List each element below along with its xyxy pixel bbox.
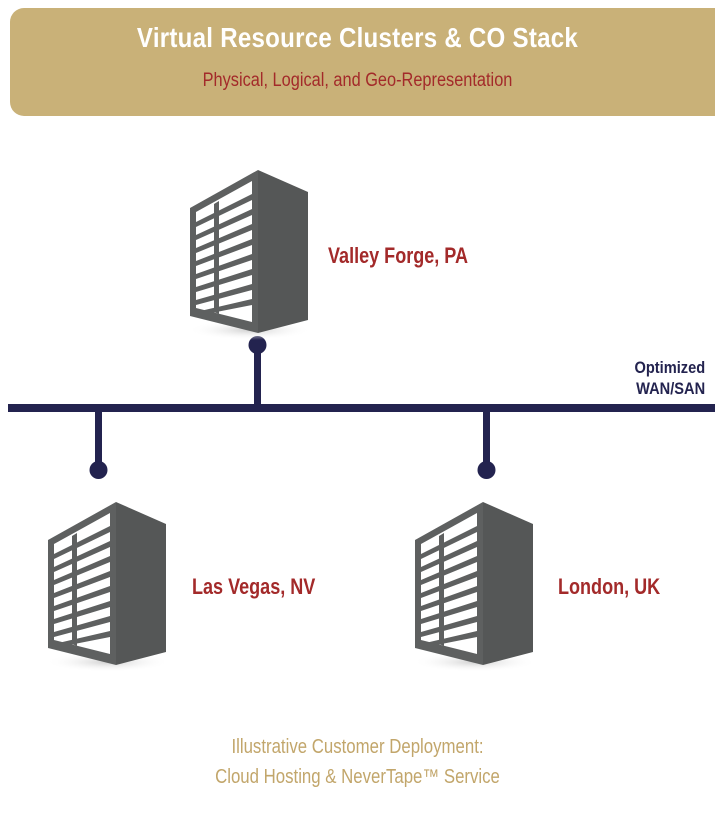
site-label-las-vegas: Las Vegas, NV bbox=[192, 574, 316, 599]
site-label-london: London, UK bbox=[558, 574, 661, 599]
london-connector bbox=[483, 409, 490, 469]
header-banner bbox=[10, 8, 715, 116]
valley-forge-connector bbox=[254, 345, 261, 407]
wan-backbone-line bbox=[8, 404, 715, 412]
network-label-line1: Optimized bbox=[634, 358, 705, 377]
site-label-valley-forge: Valley Forge, PA bbox=[328, 243, 469, 268]
caption-line1: Illustrative Customer Deployment: bbox=[231, 736, 484, 758]
london-node bbox=[477, 461, 496, 479]
las-vegas-building-icon bbox=[46, 502, 170, 672]
valley-forge-building-icon bbox=[188, 170, 312, 340]
diagram-title: Virtual Resource Clusters & CO Stack bbox=[136, 22, 579, 53]
las-vegas-connector bbox=[95, 409, 102, 469]
diagram-subtitle: Physical, Logical, and Geo-Representatio… bbox=[202, 70, 513, 91]
network-label-line2: WAN/SAN bbox=[635, 379, 705, 398]
caption-line2: Cloud Hosting & NeverTape™ Service bbox=[215, 766, 500, 788]
las-vegas-node bbox=[89, 461, 108, 479]
london-building-icon bbox=[413, 502, 537, 672]
valley-forge-node bbox=[248, 336, 267, 354]
network-label: Optimized WAN/SAN bbox=[634, 357, 705, 399]
